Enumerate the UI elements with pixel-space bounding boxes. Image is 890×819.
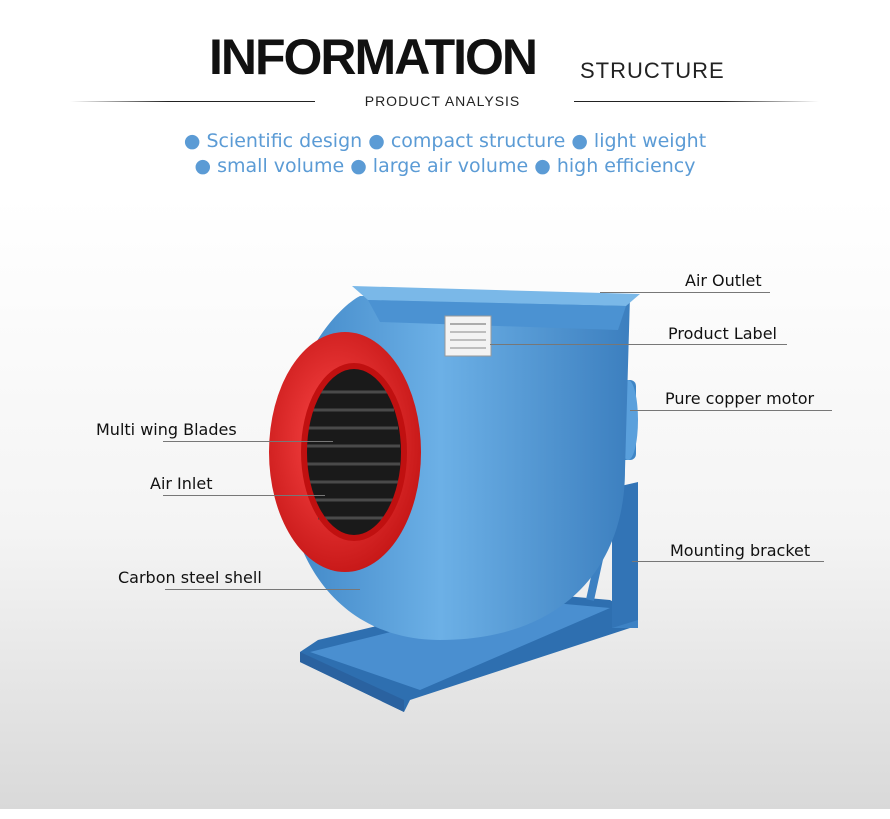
features-line-2: ● small volume ● large air volume ● high…: [194, 155, 696, 177]
leader-product-label: [490, 344, 787, 345]
page-title-sub: STRUCTURE: [580, 58, 725, 83]
leader-blades: [163, 441, 333, 442]
features-line-1: ● Scientific design ● compact structure …: [183, 130, 707, 152]
leader-motor: [630, 410, 832, 411]
leader-air-inlet: [163, 495, 325, 496]
leader-bracket: [632, 561, 824, 562]
label-product-label: Product Label: [668, 324, 777, 343]
leader-air-outlet: [600, 292, 770, 293]
product-label-plate: [444, 315, 492, 357]
air-inlet-ring: [269, 332, 421, 572]
divider-right: [574, 101, 819, 102]
label-shell: Carbon steel shell: [118, 568, 262, 587]
product-analysis-subtitle: PRODUCT ANALYSIS: [364, 93, 521, 109]
label-blades: Multi wing Blades: [96, 420, 237, 439]
divider-left: [70, 101, 315, 102]
label-bracket: Mounting bracket: [670, 541, 811, 560]
label-air-inlet: Air Inlet: [150, 474, 213, 493]
mounting-base: [300, 482, 638, 712]
leader-shell: [165, 589, 360, 590]
label-air-outlet: Air Outlet: [685, 271, 762, 290]
label-motor: Pure copper motor: [665, 389, 815, 408]
page-title: INFORMATION: [209, 29, 538, 85]
